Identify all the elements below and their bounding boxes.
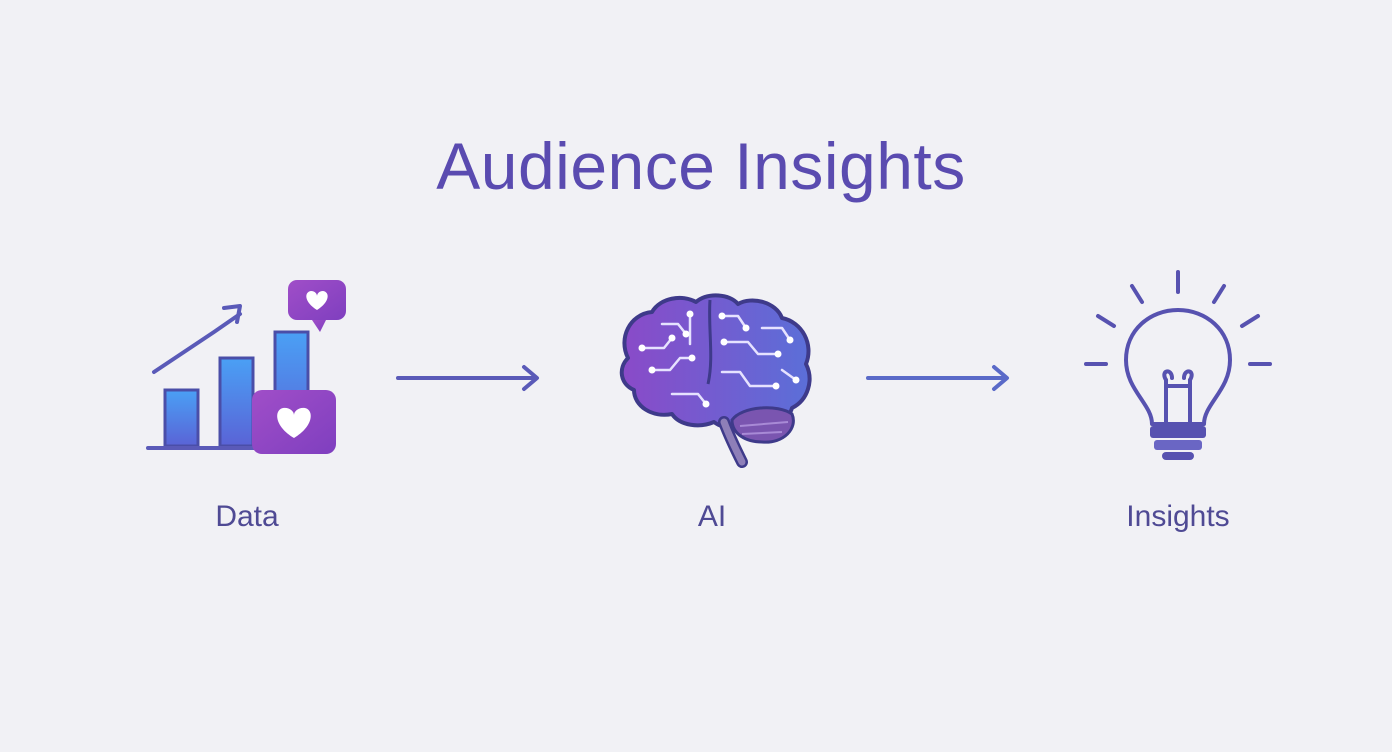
stage-label-ai: AI [697,500,727,533]
brain-icon [619,293,812,468]
bar-chart-hearts-icon [146,280,346,454]
lightbulb-icon [1084,270,1272,460]
arrow-right-icon [866,365,1009,391]
stage-label-insights: Insights [1126,500,1230,533]
arrow-right-icon [396,365,539,391]
diagram-title: Audience Insights [436,129,966,203]
stage-label-data: Data [215,500,279,533]
